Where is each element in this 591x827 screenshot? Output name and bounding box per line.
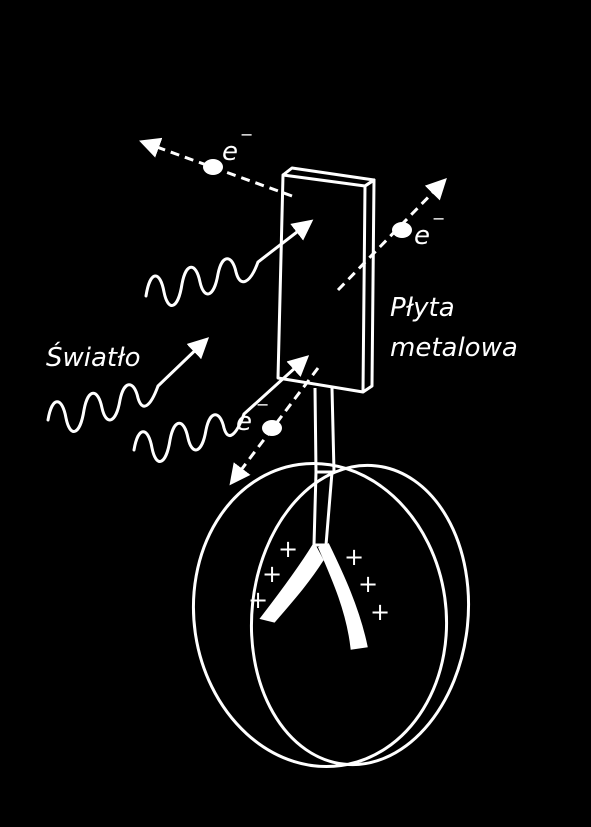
electron-sign: − (240, 125, 253, 144)
electroscope-stem (313, 387, 336, 474)
electroscope-rod (312, 471, 334, 547)
electroscope-leaf-right (317, 543, 368, 650)
plus-charge: + (344, 543, 364, 571)
electron-dot (203, 159, 223, 175)
electron-label: e (414, 221, 430, 251)
plate-label-line2: metalowa (390, 333, 518, 363)
light-wave-upper (144, 219, 314, 307)
electron-path-right (336, 177, 447, 292)
light-waves (46, 219, 314, 463)
electron-path-lower (229, 367, 320, 486)
plate-label-line1: Płyta (390, 293, 455, 323)
electron-sign: − (432, 209, 445, 228)
plus-charge: + (370, 598, 390, 626)
electron-dot (392, 222, 412, 238)
electron-dot (262, 420, 282, 436)
plate-side (362, 178, 376, 394)
plus-charge: + (262, 560, 282, 588)
electroscope (191, 387, 471, 769)
electrons: e − e − e − (203, 125, 445, 437)
plus-charge: + (248, 586, 268, 614)
light-wave-lower (132, 355, 310, 463)
electroscope-leaf-left (259, 541, 324, 623)
light-wave-middle (46, 337, 210, 433)
electron-label: e (236, 407, 252, 437)
positive-charges: + + + + + + (248, 535, 390, 626)
light-label: Światło (46, 341, 141, 373)
plate-front (276, 173, 367, 394)
plus-charge: + (278, 535, 298, 563)
electron-label: e (222, 137, 238, 167)
electroscope-case-front (191, 461, 449, 769)
plus-charge: + (358, 570, 378, 598)
metal-plate (276, 166, 376, 394)
